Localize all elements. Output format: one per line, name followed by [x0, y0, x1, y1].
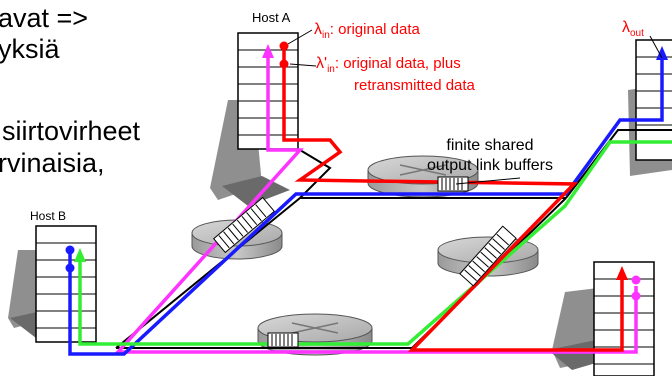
lambda-in-description: : original data: [330, 21, 421, 38]
flow-green: [78, 140, 672, 346]
arrowhead-red: [616, 266, 628, 280]
lambda-in-prime-symbol: λ': [316, 55, 327, 72]
dot-blue-host-b-2: [65, 263, 75, 273]
buffer-bottom-router: [267, 332, 299, 348]
dot-red-host-a-1: [279, 41, 289, 51]
buffer-top-router: [437, 176, 469, 192]
lambda-in-prime-subscript: in: [327, 64, 335, 75]
host-a-label: Host A: [252, 10, 291, 25]
slide-text-line4: rvinaisia,: [0, 148, 105, 178]
slide-text-line1: avat =>: [0, 3, 89, 33]
dot-magenta-host-c-1: [631, 275, 641, 285]
flow-magenta: [114, 54, 638, 354]
arrowhead-magenta: [262, 44, 274, 58]
lambda-out-symbol: λ: [622, 19, 630, 36]
flow-blue: [68, 56, 664, 356]
lambda-in-prime-pointer: [289, 63, 317, 67]
dot-red-host-a-2: [279, 59, 289, 69]
buffer-label-pointer: [455, 177, 521, 185]
arrowhead-green: [74, 248, 86, 262]
lambda-in-prime-description: : original data, plus: [335, 55, 461, 72]
buffer-label-line2: output link buffers: [427, 157, 553, 174]
host-b: [8, 225, 97, 343]
lambda-in-subscript: in: [322, 30, 330, 41]
flow-red: [282, 46, 624, 352]
host-top-right: [628, 39, 672, 176]
buffer-left-link: [212, 196, 276, 254]
dot-magenta-host-c-2: [631, 291, 641, 301]
buffer-right-link: [459, 225, 517, 287]
lambda-out-pointer: [649, 35, 663, 59]
slide-text-line3: siirtovirheet: [2, 116, 141, 146]
lambda-out-subscript: out: [630, 28, 644, 39]
lambda-out-label: λout: [622, 19, 644, 39]
lambda-in-label: λin: original data: [314, 21, 421, 41]
buffer-label-line1: finite shared: [446, 137, 533, 154]
lambda-in-pointer: [287, 29, 313, 45]
host-b-label: Host B: [30, 209, 66, 223]
lambda-in-prime-label: λ'in: original data, plus: [316, 55, 461, 75]
arrowhead-blue: [656, 46, 668, 60]
host-bottom-right: [548, 261, 655, 376]
dot-blue-host-b-1: [65, 245, 75, 255]
slide-text-line2: yksiä: [0, 34, 60, 64]
lambda-in-prime-description-2: retransmitted data: [354, 77, 476, 94]
lambda-in-symbol: λ: [314, 21, 322, 38]
